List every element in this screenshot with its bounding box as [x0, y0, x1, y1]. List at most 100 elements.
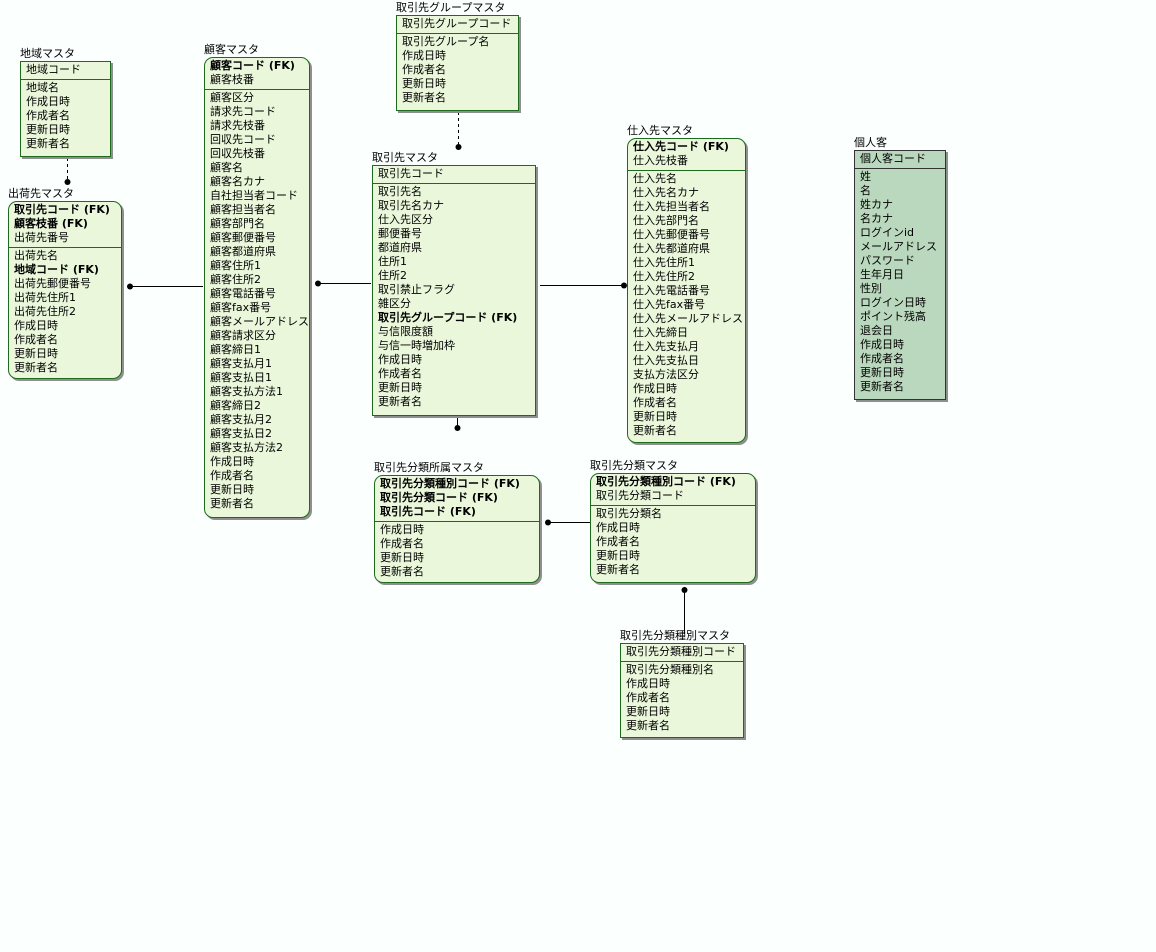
- primary-key-field: 取引先グループコード: [402, 17, 512, 30]
- attribute-field: 更新者名: [860, 380, 904, 393]
- primary-key-section: 取引先分類種別コード (FK)取引先分類コード: [591, 474, 755, 506]
- attribute-field: 更新日時: [26, 123, 70, 136]
- attribute-field: 取引先名カナ: [378, 199, 444, 212]
- attribute-field: 取引先グループ名: [402, 35, 490, 48]
- entity-box: 取引先分類種別コード (FK)取引先分類コード (FK)取引先コード (FK) 作…: [374, 475, 540, 583]
- attribute-field: 支払方法区分: [633, 368, 699, 381]
- attribute-field: 作成日時: [402, 49, 446, 62]
- entity-torihiki-bunrui-shubetsu-master[interactable]: 取引先分類種別マスタ取引先分類種別コード取引先分類種別名作成日時作成者名更新日時…: [620, 629, 744, 738]
- rel-dot: [545, 519, 551, 526]
- primary-key-section: 取引先分類種別コード: [621, 644, 743, 662]
- attribute-field: 取引先グループコード (FK): [378, 311, 518, 324]
- attribute-field: 作成日時: [14, 319, 58, 332]
- attribute-field: 作成日時: [26, 95, 70, 108]
- attribute-field: 作成者名: [210, 469, 254, 482]
- attribute-field: 請求先コード: [210, 105, 276, 118]
- attribute-field: 仕入先fax番号: [633, 298, 706, 311]
- entity-torihiki-bunrui-shozoku-master[interactable]: 取引先分類所属マスタ取引先分類種別コード (FK)取引先分類コード (FK)取引…: [374, 461, 540, 583]
- attribute-field: 顧客郵便番号: [210, 231, 276, 244]
- attribute-field: 顧客支払日1: [210, 371, 272, 384]
- entity-title: 顧客マスタ: [204, 43, 259, 56]
- attribute-field: 作成者名: [26, 109, 70, 122]
- primary-key-field: 取引先分類コード (FK): [380, 491, 498, 504]
- attribute-field: 仕入先電話番号: [633, 284, 710, 297]
- attribute-field: 取引禁止フラグ: [378, 283, 455, 296]
- primary-key-field: 取引先コード (FK): [380, 505, 476, 518]
- entity-torihiki-group-master[interactable]: 取引先グループマスタ取引先グループコード取引先グループ名作成日時作成者名更新日時…: [396, 1, 519, 111]
- primary-key-field: 個人客コード: [860, 152, 926, 165]
- attribute-field: 地域コード (FK): [14, 263, 99, 276]
- attribute-field: ログイン日時: [860, 296, 926, 309]
- attribute-field: 顧客担当者名: [210, 203, 276, 216]
- attribute-field: 取引先分類種別名: [626, 663, 714, 676]
- primary-key-field: 取引先コード (FK): [14, 203, 110, 216]
- entity-chiiki-master[interactable]: 地域マスタ地域コード地域名作成日時作成者名更新日時更新者名: [20, 47, 111, 157]
- attribute-field: 更新者名: [402, 91, 446, 104]
- attribute-field: 出荷先住所2: [14, 305, 76, 318]
- attribute-field: 姓カナ: [860, 198, 893, 211]
- attribute-field: 顧客住所1: [210, 259, 261, 272]
- attribute-field: 住所2: [378, 269, 407, 282]
- attribute-field: 仕入先住所1: [633, 256, 695, 269]
- attribute-field: 顧客支払方法2: [210, 441, 283, 454]
- entity-box: 顧客コード (FK)顧客枝番顧客区分請求先コード請求先枝番回収先コード回収先枝番…: [204, 57, 310, 518]
- entity-kokyaku-master[interactable]: 顧客マスタ顧客コード (FK)顧客枝番顧客区分請求先コード請求先枝番回収先コード…: [204, 43, 310, 518]
- primary-key-section: 地域コード: [21, 62, 110, 80]
- entity-title: 取引先分類種別マスタ: [620, 629, 730, 642]
- attribute-field: 顧客支払月1: [210, 357, 272, 370]
- entity-box: 取引先分類種別コード取引先分類種別名作成日時作成者名更新日時更新者名: [620, 643, 744, 738]
- attribute-field: 更新日時: [378, 381, 422, 394]
- primary-key-field: 取引先コード: [378, 167, 444, 180]
- attribute-field: 更新者名: [14, 361, 58, 374]
- attribute-field: 出荷先名: [14, 249, 58, 262]
- attribute-field: パスワード: [860, 254, 915, 267]
- rel-dot: [315, 280, 321, 287]
- attribute-field: 作成者名: [860, 352, 904, 365]
- attribute-field: 住所1: [378, 255, 407, 268]
- rel-dot: [621, 282, 627, 289]
- attribute-field: 作成者名: [378, 367, 422, 380]
- entity-box: 地域コード地域名作成日時作成者名更新日時更新者名: [20, 61, 111, 157]
- attribute-field: 作成者名: [402, 63, 446, 76]
- attribute-field: 仕入先部門名: [633, 214, 699, 227]
- attribute-field: 更新者名: [26, 137, 70, 150]
- attribute-field: 回収先コード: [210, 133, 276, 146]
- attribute-field: 取引先名: [378, 185, 422, 198]
- primary-key-field: 取引先分類種別コード (FK): [596, 475, 736, 488]
- attribute-field: 更新日時: [210, 483, 254, 496]
- primary-key-section: 取引先分類種別コード (FK)取引先分類コード (FK)取引先コード (FK): [375, 476, 539, 522]
- attribute-field: 与信一時増加枠: [378, 339, 455, 352]
- attribute-field: 名カナ: [860, 212, 893, 225]
- entity-shukka-master[interactable]: 出荷先マスタ取引先コード (FK)顧客枝番 (FK)出荷先番号出荷先名地域コード…: [8, 187, 122, 379]
- attribute-field: 回収先枝番: [210, 147, 265, 160]
- attribute-field: 顧客区分: [210, 91, 254, 104]
- attribute-field: 生年月日: [860, 268, 904, 281]
- primary-key-field: 仕入先コード (FK): [633, 140, 729, 153]
- attribute-field: 顧客請求区分: [210, 329, 276, 342]
- attribute-field: 顧客締日2: [210, 399, 261, 412]
- entity-title: 出荷先マスタ: [8, 187, 74, 200]
- attribute-field: 作成者名: [380, 537, 424, 550]
- entity-torihiki-bunrui-master[interactable]: 取引先分類マスタ取引先分類種別コード (FK)取引先分類コード取引先分類名作成日…: [590, 459, 756, 583]
- attribute-field: 顧客都道府県: [210, 245, 276, 258]
- entity-shiire-master[interactable]: 仕入先マスタ仕入先コード (FK)仕入先枝番仕入先名仕入先名カナ仕入先担当者名仕…: [627, 124, 746, 443]
- attribute-field: 請求先枝番: [210, 119, 265, 132]
- attribute-field: 顧客支払方法1: [210, 385, 283, 398]
- primary-key-field: 顧客コード (FK): [210, 59, 295, 72]
- attribute-field: 作成日時: [378, 353, 422, 366]
- attribute-field: 自社担当者コード: [210, 189, 298, 202]
- primary-key-field: 顧客枝番: [210, 73, 254, 86]
- primary-key-section: 取引先コード (FK)顧客枝番 (FK)出荷先番号: [9, 202, 121, 248]
- rel-dot: [454, 425, 461, 431]
- attribute-field: 仕入先名: [633, 172, 677, 185]
- attribute-field: 顧客fax番号: [210, 301, 272, 314]
- attribute-field: 更新日時: [860, 366, 904, 379]
- primary-key-field: 地域コード: [26, 63, 81, 76]
